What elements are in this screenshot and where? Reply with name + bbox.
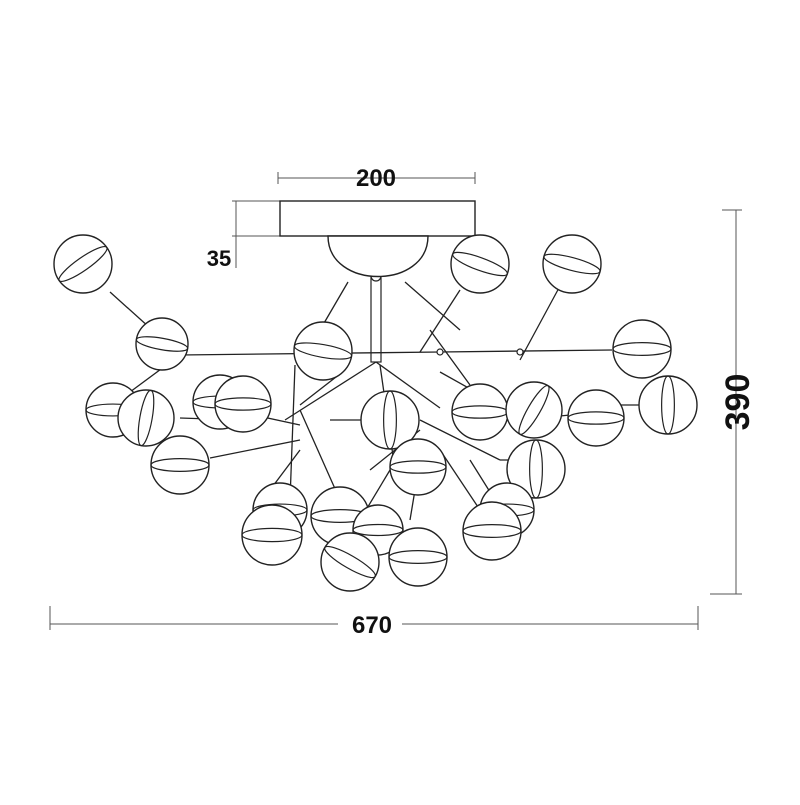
globe-lamp (241, 504, 303, 566)
canopy-plate (279, 200, 476, 237)
globe-shade (320, 532, 380, 592)
globe-band (529, 439, 543, 499)
label-canopy-width: 200 (356, 165, 396, 192)
globe-lamp (293, 321, 353, 381)
central-stem (370, 271, 382, 363)
globe-band (137, 389, 155, 447)
arm-branch-5 (299, 409, 341, 501)
arm-branch-10 (209, 439, 301, 459)
globe-shade (293, 321, 353, 381)
label-bg-overall-width (338, 612, 402, 636)
label-overall-height: 390 (719, 374, 757, 431)
globe-shade (53, 234, 113, 294)
dimension-canopy-width: 200 (277, 165, 476, 192)
globe-lamp (150, 435, 210, 495)
canopy (279, 200, 476, 278)
globe-shade (638, 375, 698, 435)
label-canopy-height: 35 (207, 246, 231, 271)
globe-band (324, 545, 376, 579)
globe-band (150, 458, 210, 472)
globe-shade (389, 438, 447, 496)
globe-lamp (214, 375, 272, 433)
globe-shade (451, 383, 509, 441)
globe-band (518, 384, 550, 436)
globe-band (452, 251, 508, 277)
globes (53, 234, 698, 592)
globe-lamp (505, 381, 563, 439)
label-overall-width: 670 (352, 612, 392, 639)
joint-center (436, 348, 444, 356)
globe-band (388, 550, 448, 564)
globe-shade (241, 504, 303, 566)
globe-lamp (451, 383, 509, 441)
globe-lamp (462, 501, 522, 561)
dimension-overall-height: 390 (710, 209, 757, 595)
globe-shade (388, 527, 448, 587)
globe-shade (542, 234, 602, 294)
globe-shade (150, 435, 210, 495)
globe-lamp (612, 319, 672, 379)
arm-branch-9 (439, 449, 481, 511)
globe-lamp (506, 439, 566, 499)
globe-band (612, 342, 672, 356)
globe-lamp (360, 390, 420, 450)
globe-band (241, 527, 303, 543)
arm-branch-22 (429, 329, 471, 386)
dimension-overall-width: 670 (49, 606, 699, 639)
globe-shade (462, 501, 522, 561)
arm-center-up-b (404, 281, 461, 331)
arm-branch-7 (419, 419, 501, 461)
globe-band (352, 523, 404, 537)
globe-shade (117, 389, 175, 447)
globe-lamp (567, 389, 625, 447)
arm-top-right-a (519, 285, 561, 361)
globe-lamp (388, 527, 448, 587)
globe-band (567, 411, 625, 425)
globe-lamp (320, 532, 380, 592)
globe-band (661, 375, 675, 435)
globe-shade (567, 389, 625, 447)
globe-band (462, 524, 522, 538)
globe-shade (612, 319, 672, 379)
globe-band (214, 397, 272, 411)
globe-shade (135, 317, 189, 371)
globe-band (383, 390, 397, 450)
globe-band (293, 342, 353, 360)
globe-band (543, 253, 601, 275)
globe-band (389, 460, 447, 474)
dimension-canopy-height: 35 (207, 200, 280, 271)
globe-lamp (135, 317, 189, 371)
globe-lamp (638, 375, 698, 435)
globe-band (135, 336, 189, 352)
globe-shade (214, 375, 272, 433)
globe-lamp (450, 234, 510, 294)
globe-lamp (117, 389, 175, 447)
arm-branch-4 (289, 364, 296, 501)
globe-band (58, 245, 108, 283)
arm-branch-2 (375, 361, 441, 409)
joint-right (516, 348, 524, 356)
arm-right-long (439, 349, 613, 353)
globe-lamp (542, 234, 602, 294)
globe-shade (450, 234, 510, 294)
globe-lamp (389, 438, 447, 496)
globe-shade (505, 381, 563, 439)
arm-top-right-b (419, 289, 461, 353)
canopy-dome (327, 235, 429, 278)
globe-lamp (53, 234, 113, 294)
